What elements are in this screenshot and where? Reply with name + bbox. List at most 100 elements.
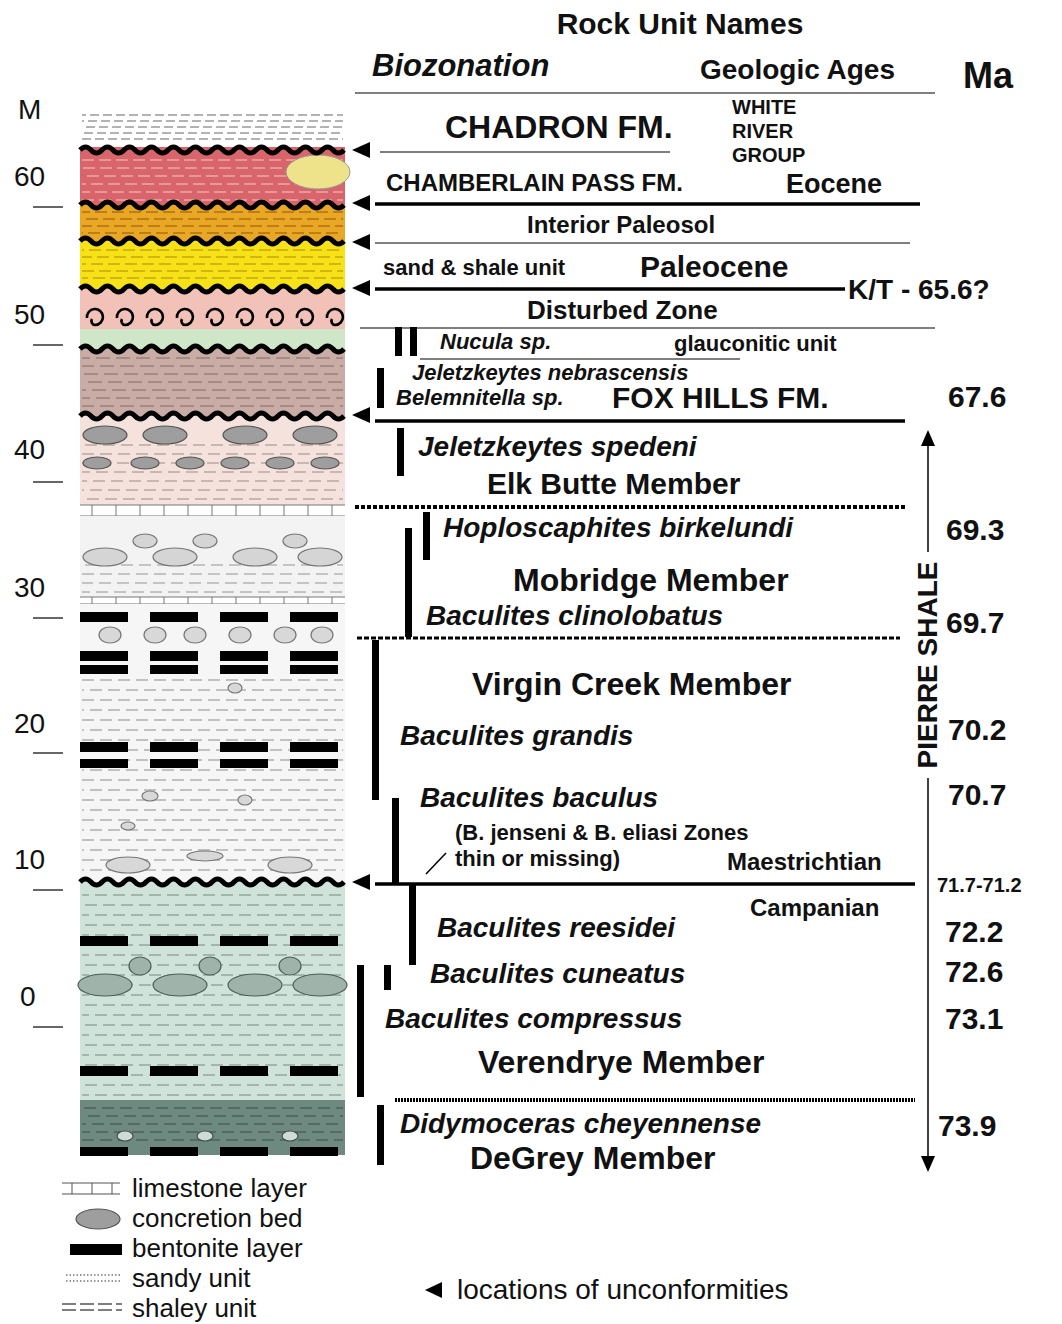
shale-texture (82, 471, 343, 472)
diagram-label: Baculites grandis (400, 720, 633, 752)
bentonite-layer (80, 612, 128, 622)
disturbed-symbol (177, 309, 193, 325)
rock-layer (80, 110, 345, 147)
diagram-label: Baculites clinolobatus (426, 600, 723, 632)
shale-texture (82, 739, 343, 740)
diagram-label: Jeletzkeytes spedeni (418, 431, 697, 463)
concretion (106, 857, 150, 873)
disturbed-symbol (117, 309, 133, 325)
bentonite-layer (80, 1147, 128, 1156)
bentonite-layer (290, 1066, 338, 1076)
bentonite-layer (80, 742, 128, 752)
rock-layer (80, 349, 345, 416)
range-bar (423, 512, 430, 560)
bentonite-layer (150, 612, 198, 622)
shale-texture (82, 480, 343, 481)
concretion (133, 534, 157, 548)
bentonite-layer (80, 759, 128, 768)
concretion (184, 627, 206, 643)
diagram-label: sand & shale unit (383, 255, 565, 280)
shale-texture (82, 914, 343, 915)
shale-texture (82, 564, 343, 565)
diagram-label: Baculites cuneatus (430, 958, 685, 990)
concretion-symbol (76, 1209, 120, 1229)
depth-tick (33, 752, 63, 753)
range-bar (395, 327, 402, 356)
bentonite-swatch (70, 1244, 122, 1255)
shale-texture (82, 719, 343, 720)
shale-texture (82, 924, 343, 925)
shale-texture (82, 689, 343, 690)
unconformity-line (80, 238, 344, 244)
shale-texture (82, 453, 343, 454)
concretion (268, 857, 312, 873)
bentonite-layer (290, 665, 338, 674)
diagram-label: 0 (20, 981, 36, 1013)
shale-texture (82, 934, 343, 935)
shale-texture (82, 263, 343, 264)
boundary-line (375, 287, 845, 291)
concretion (293, 426, 337, 444)
shale-texture (82, 126, 343, 127)
concretion (78, 974, 132, 996)
limestone-line (284, 597, 285, 604)
limestone-symbol (112, 1183, 113, 1194)
boundary-line (395, 1098, 915, 1102)
diagram-label: 73.1 (945, 1002, 1003, 1037)
shale-texture (82, 1094, 343, 1095)
shale-texture (82, 373, 343, 374)
diagram-label: 72.6 (945, 955, 1003, 990)
diagram-label: 69.7 (946, 606, 1004, 641)
diagram-label: Elk Butte Member (487, 467, 740, 502)
shale-texture (82, 357, 343, 358)
shale-texture (82, 138, 343, 139)
shale-texture (82, 232, 343, 233)
shale-texture (82, 1044, 343, 1045)
diagram-label: Geologic Ages (700, 54, 895, 86)
bentonite-layer (290, 742, 338, 752)
diagram-label: 60 (14, 161, 45, 193)
concretion (311, 627, 333, 643)
concretion (223, 426, 267, 444)
concretion (238, 795, 252, 805)
shale-texture (82, 1024, 343, 1025)
concretion (199, 957, 221, 975)
disturbed-symbol (327, 309, 343, 325)
range-bar (392, 798, 399, 884)
bentonite-layer (80, 936, 128, 946)
legend-text: shaley unit (132, 1294, 256, 1324)
shale-texture (82, 709, 343, 710)
disturbed-symbol (297, 309, 313, 325)
bentonite-layer (290, 612, 338, 622)
diagram-label: Interior Paleosol (527, 211, 715, 239)
concretion (293, 974, 347, 996)
bentonite-layer (150, 651, 198, 661)
range-bar (384, 965, 391, 990)
bentonite-layer (290, 936, 338, 946)
shale-texture (82, 489, 343, 490)
concretion (143, 426, 187, 444)
limestone-line (212, 505, 213, 516)
shale-texture (82, 849, 343, 850)
bentonite-layer (220, 742, 268, 752)
concretion (117, 1131, 133, 1141)
range-arrow (927, 778, 929, 1158)
diagram-label: 73.9 (938, 1109, 996, 1144)
concretion (279, 957, 301, 975)
boundary-line (380, 151, 670, 152)
limestone-line (116, 597, 117, 604)
limestone-line (260, 505, 261, 516)
bentonite-layer (220, 651, 268, 661)
legend-text: limestone layer (132, 1174, 307, 1204)
concretion (129, 957, 151, 975)
bentonite-layer (220, 759, 268, 768)
concretion (142, 791, 158, 801)
diagram-label: CHAMBERLAIN PASS FM. (386, 169, 683, 197)
shale-texture (82, 132, 343, 133)
limestone-line (140, 505, 141, 516)
diagram-label: M (18, 94, 41, 126)
sandy-symbol (66, 1280, 122, 1282)
limestone-line (116, 505, 117, 516)
shale-texture (82, 1107, 343, 1108)
shale-texture (82, 954, 343, 955)
